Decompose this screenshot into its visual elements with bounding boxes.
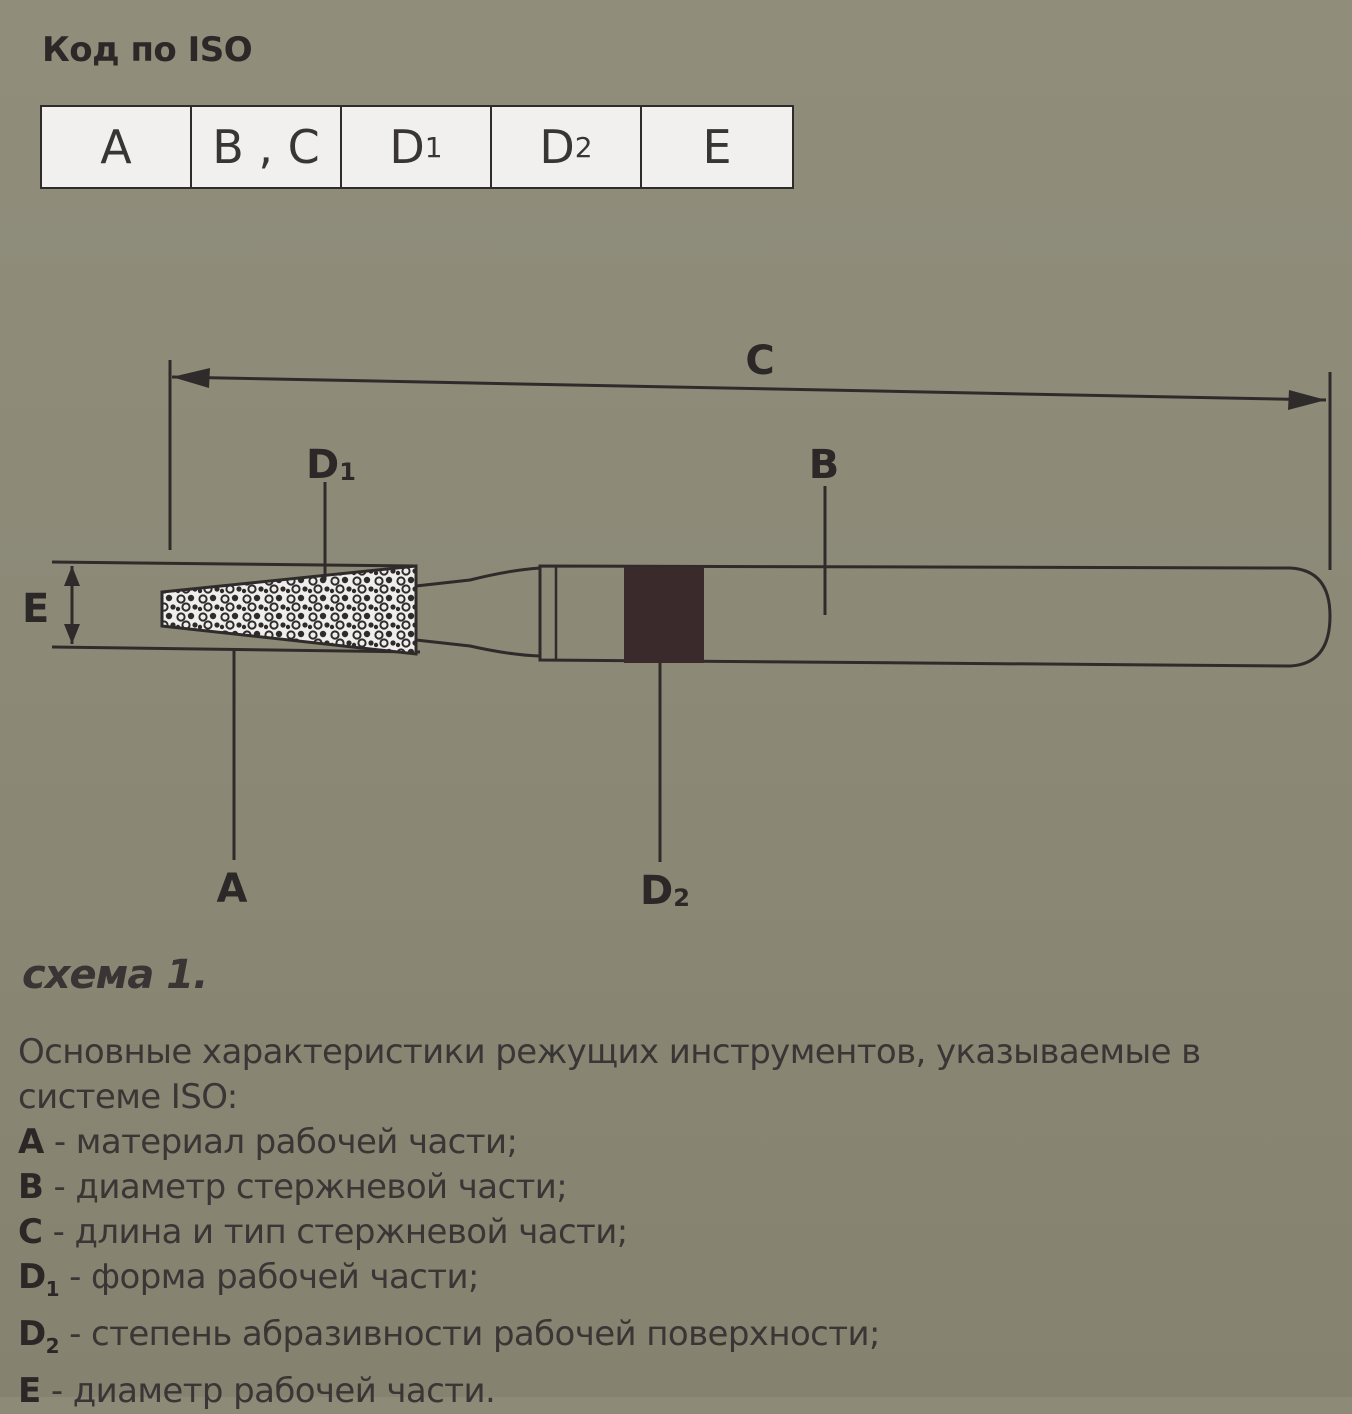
legend-key-sub: 2 [45,1333,60,1358]
label-e: E [22,586,49,632]
legend-item: D2 - степень абразивности рабочей поверх… [18,1312,1338,1369]
code-cell-d1-label: D [389,120,425,174]
label-d2-main: D [640,868,673,914]
label-d1: D1 [306,442,356,488]
code-cell-a: A [42,107,192,187]
legend-text: - форма рабочей части; [58,1257,479,1297]
legend-item: D1 - форма рабочей части; [18,1255,1338,1312]
label-d1-sub: 1 [339,458,356,486]
code-cell-d2-subscript: 2 [574,130,593,164]
label-d2-sub: 2 [673,884,690,912]
working-part [160,564,418,656]
legend-item: A - материал рабочей части; [18,1120,1338,1165]
dimension-c [168,360,1332,570]
page-title: Код по ISO [42,30,253,70]
code-cell-a-label: A [100,120,132,174]
label-d1-main: D [306,442,339,488]
label-a: A [217,866,248,912]
label-b: B [809,442,840,488]
legend-key: A [18,1122,44,1162]
code-cell-e: E [642,107,792,187]
legend-text: - степень абразивности рабочей поверхнос… [58,1313,880,1354]
dimension-e [51,560,421,654]
legend-list: A - материал рабочей части; B - диаметр … [18,1120,1338,1414]
legend-text: - материал рабочей части; [43,1122,518,1162]
legend-key-main: D [18,1257,46,1297]
legend-item: C - длина и тип стержневой части; [18,1210,1338,1255]
legend-text: - длина и тип стержневой части; [42,1212,629,1252]
figure-description: Основные характеристики режущих инструме… [18,1030,1338,1414]
legend-key: C [18,1212,43,1252]
legend-item: E - диаметр рабочей части. [18,1369,1338,1414]
legend-key: B [18,1167,44,1207]
legend-key-sub: 1 [45,1276,60,1301]
legend-text: - диаметр стержневой части; [43,1167,568,1207]
description-intro: Основные характеристики режущих инструме… [18,1032,1201,1117]
code-cell-d2-label: D [539,120,575,174]
abrasiveness-band [624,567,704,663]
legend-key: D1 [18,1257,60,1301]
label-d2: D2 [640,868,690,914]
code-cell-d1-subscript: 1 [424,130,443,164]
figure-caption-title: схема 1. [22,952,208,998]
bur-shank [538,564,1332,668]
code-cell-e-label: E [702,120,732,174]
legend-key: E [18,1370,41,1411]
legend-key: D2 [18,1313,60,1358]
bur-neck [415,566,542,658]
code-cell-bc-label: B , C [212,120,320,174]
legend-item: B - диаметр стержневой части; [18,1165,1338,1210]
legend-key-main: D [18,1313,46,1354]
bur-diagram: C D1 B E A D2 [22,338,1332,914]
code-cell-bc: B , C [192,107,342,187]
label-c: C [745,338,774,384]
legend-text: - диаметр рабочей части. [40,1370,496,1411]
